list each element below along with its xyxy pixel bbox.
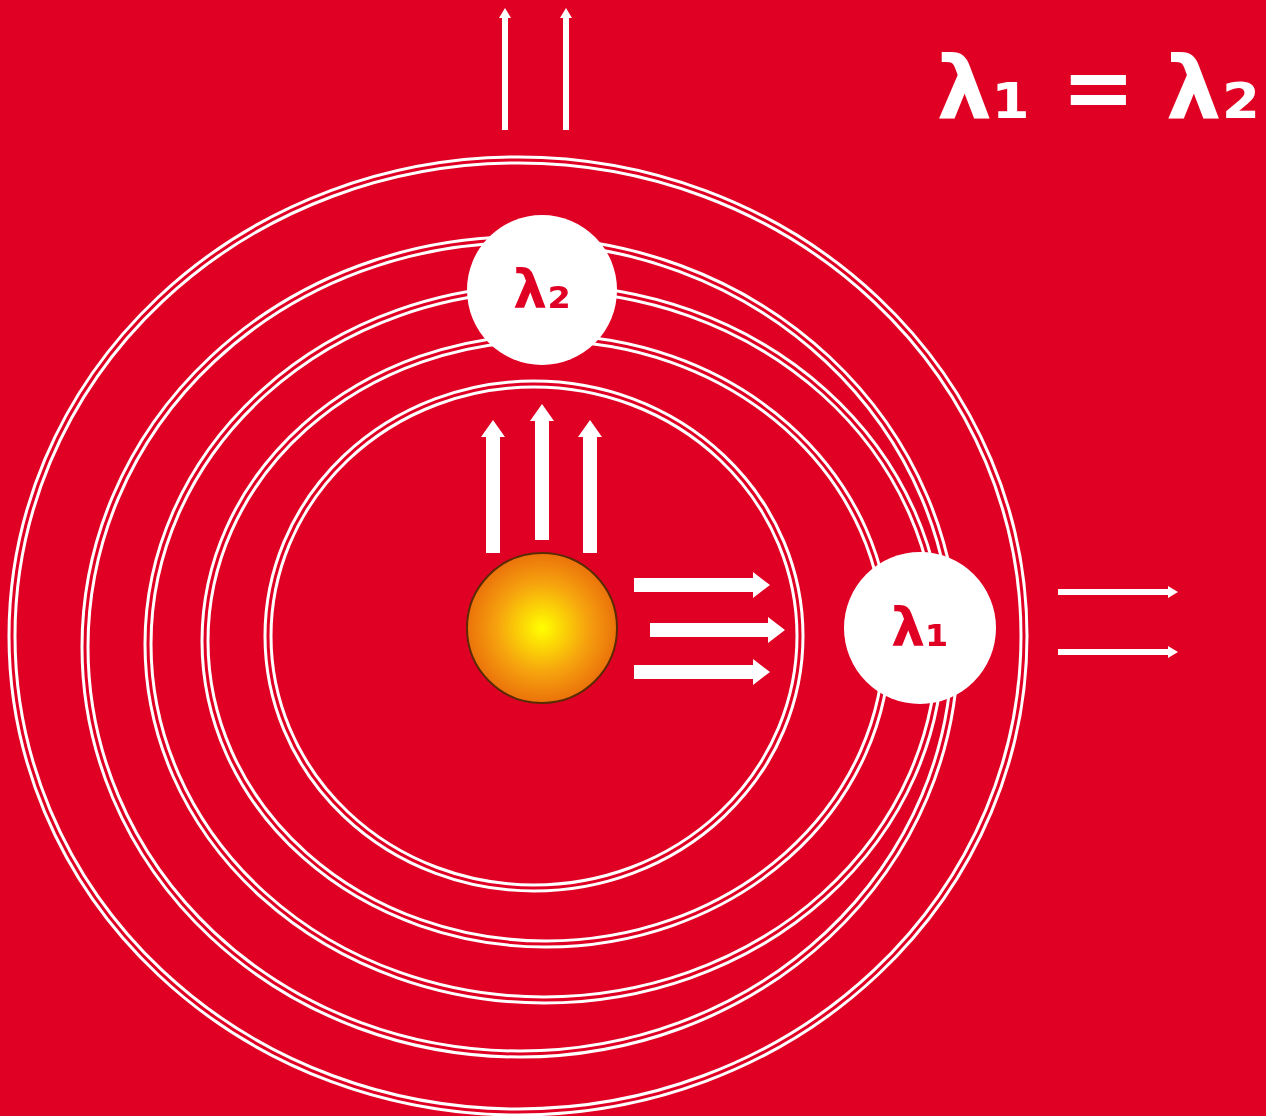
light-arrow — [499, 8, 511, 130]
light-arrow — [481, 420, 505, 553]
orbit-ring — [205, 338, 887, 944]
orbit-ring — [12, 160, 1024, 1112]
orbit-ring — [268, 384, 800, 888]
thick-arrows — [481, 404, 785, 685]
light-arrow — [530, 404, 554, 540]
orbit-ring — [85, 240, 955, 1054]
circle-shape — [844, 552, 996, 704]
orbit-ring — [205, 338, 887, 944]
equation-label: λ₁ = λ₂ — [937, 40, 1260, 137]
light-arrow — [1058, 586, 1178, 598]
orbit-rings — [12, 160, 1024, 1112]
light-arrow — [578, 420, 602, 553]
orbit-ring — [148, 288, 940, 1000]
sun — [467, 553, 617, 703]
light-arrow — [634, 572, 770, 598]
circle-shape — [467, 215, 617, 365]
orbit-ring — [268, 384, 800, 888]
orbit-ring — [12, 160, 1024, 1112]
light-arrow — [634, 659, 770, 685]
light-arrow — [1058, 646, 1178, 658]
light-arrow — [560, 8, 572, 130]
wavelength-symbol: λ₂ — [513, 260, 571, 319]
wavelength-circle: λ₁ — [844, 552, 996, 704]
light-arrow — [650, 617, 785, 643]
orbit-ring — [148, 288, 940, 1000]
wavelength-circle: λ₂ — [467, 215, 617, 365]
orbit-ring — [85, 240, 955, 1054]
wavelength-symbol: λ₁ — [891, 598, 949, 657]
